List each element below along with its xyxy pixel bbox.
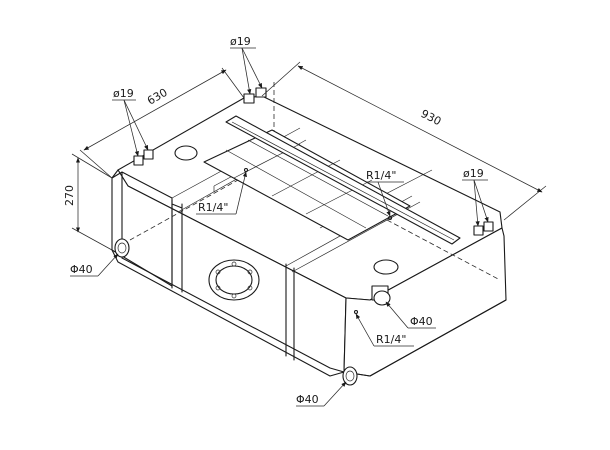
dim-length-label: 930 <box>419 107 444 128</box>
dimension-930: 930 <box>261 61 547 221</box>
callout-thread-left: R1/4" <box>196 171 247 215</box>
front-rib-2 <box>285 263 295 361</box>
callout-40-left: Φ40 <box>70 253 119 277</box>
callout-19-left: ø19 <box>112 87 149 157</box>
dim-height-label: 270 <box>63 185 76 206</box>
thread-front-label: R1/4" <box>376 333 406 346</box>
flange-bolts <box>215 261 253 299</box>
callout-19-top: ø19 <box>230 35 263 95</box>
port-19-top-label: ø19 <box>230 35 251 48</box>
port-40-left-label: Φ40 <box>70 263 93 276</box>
port-40-left-fitting <box>114 238 130 258</box>
thread-top-label: R1/4" <box>366 169 396 182</box>
tank-front-face <box>111 169 347 377</box>
front-flange-outer <box>208 259 260 301</box>
tank-body <box>111 82 507 377</box>
callout-40-front: Φ40 <box>385 301 436 329</box>
callout-thread-top: R1/4" <box>366 169 404 217</box>
thread-left-label: R1/4" <box>198 201 228 214</box>
callout-40-bottom: Φ40 <box>296 381 347 407</box>
dim-depth-label: 630 <box>145 86 170 108</box>
port-19-left-label: ø19 <box>113 87 134 100</box>
port-40-bottom-fitting <box>342 366 358 386</box>
thread-mark-front <box>353 309 359 315</box>
thread-mark-top <box>387 215 393 221</box>
port-40-front-fitting <box>371 285 391 306</box>
port-40-front-label: Φ40 <box>410 315 433 328</box>
port-19-right-label: ø19 <box>463 167 484 180</box>
callout-19-right: ø19 <box>462 167 489 227</box>
callout-thread-front: R1/4" <box>355 313 414 347</box>
dimension-270: 270 <box>63 153 113 251</box>
top-slot-right <box>373 259 399 275</box>
top-slot-left <box>174 145 198 161</box>
port-40-bottom-label: Φ40 <box>296 393 319 406</box>
front-bottom-edge <box>121 257 345 373</box>
front-rib-1 <box>171 199 183 293</box>
